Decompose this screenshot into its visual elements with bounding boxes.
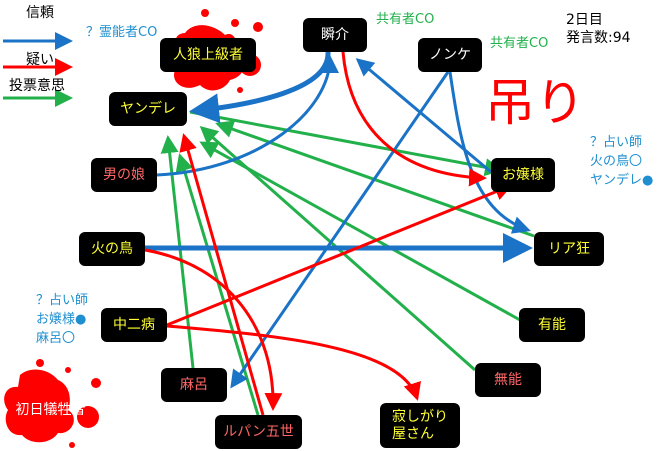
player-maro[interactable]: 麻呂 [161,368,227,402]
player-lupin[interactable]: ルパン五世 [215,415,302,449]
edge-doubt-chuni-sabishi [166,324,421,401]
seer-claim: ？占い師 [36,293,89,308]
edge-trust-ojousama-shunsuke [355,58,492,174]
post-count: 発言数:94 [566,30,631,46]
player-name-line1: 寂しがり [392,408,448,425]
blood-splatter-icon [4,359,101,448]
legend-trust-label: 信頼 [26,5,54,21]
note-shunsuke-co: 共有者CO [376,12,435,27]
note-ojou-seer: ？占い師 火の鳥〇 ヤンデレ● [590,133,653,190]
edge-vote-yandere-ojousama [189,110,503,177]
player-shonichi-gisei[interactable]: 初日犠牲者 [15,401,86,418]
player-shunsuke[interactable]: 瞬介 [303,18,367,52]
legend-vote-label: 投票意思 [9,78,65,94]
player-yandere[interactable]: ヤンデレ [109,92,187,126]
day-label: 2日目 [566,12,603,28]
player-chuni[interactable]: 中二病 [101,308,167,342]
note-nonke-co: 共有者CO [490,36,549,51]
legend-doubt-label: 疑い [26,52,54,68]
seer-result: 麻呂〇 [36,331,76,346]
player-otokonoko[interactable]: 男の娘 [91,158,157,192]
note-chuni-seer: ？占い師 お嬢様● 麻呂〇 [36,291,88,348]
player-yuno[interactable]: 有能 [519,308,585,342]
player-name-line2: 屋さん [392,425,434,442]
edge-trust-nonke-maro [230,71,450,389]
seer-result: ヤンデレ● [590,173,654,188]
player-ojousama[interactable]: お嬢様 [491,158,555,192]
seer-result: お嬢様● [36,312,87,327]
player-jinro-joukyu[interactable]: 人狼上級者 [160,38,256,72]
edge-doubt-lupin-yandere [179,133,265,416]
note-medium-co: ？霊能者CO [86,25,158,40]
seer-result: 火の鳥〇 [590,154,643,169]
edge-doubt-shunsuke-ojousama [341,51,487,187]
player-riakyo[interactable]: リア狂 [534,232,604,266]
hanged-label: 吊り [485,74,585,132]
edge-doubt-hinotori-lupin [144,248,283,411]
day-info: 2日目 発言数:94 [566,11,631,47]
player-sabishigari[interactable]: 寂しがり 屋さん [380,403,460,448]
player-nonke[interactable]: ノンケ [418,38,482,72]
player-hinotori[interactable]: 火の鳥 [79,232,145,266]
edge-vote-maro-yandere [160,135,195,369]
edge-vote-yuno-yandere [199,141,521,322]
seer-claim: ？占い師 [590,135,643,150]
player-muno[interactable]: 無能 [475,363,541,397]
edge-doubt-chuni-ojousama [166,183,513,327]
